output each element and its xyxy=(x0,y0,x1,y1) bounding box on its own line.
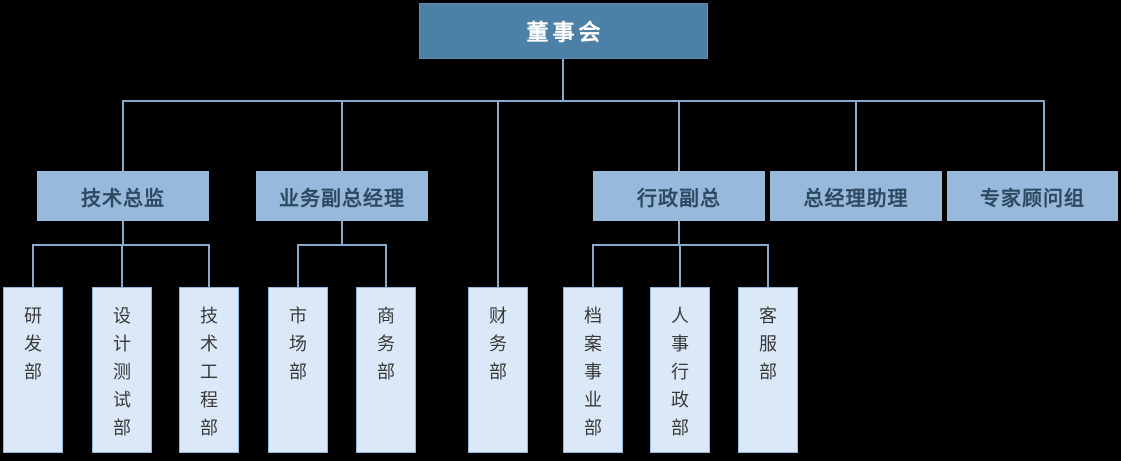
org-node-label: 人 事 行 政 部 xyxy=(671,306,689,438)
org-node-label: 技 术 工 程 部 xyxy=(200,306,218,438)
connector-line xyxy=(122,221,124,245)
connector-line xyxy=(767,244,769,287)
connector-line xyxy=(297,244,299,287)
org-node-tech-director[interactable]: 技术总监 xyxy=(37,171,209,221)
connector-line xyxy=(1043,100,1045,171)
connector-line xyxy=(497,100,499,287)
connector-line xyxy=(341,221,343,245)
connector-line xyxy=(297,244,387,246)
org-node-marketing-dept[interactable]: 市 场 部 xyxy=(268,287,328,453)
connector-line xyxy=(592,244,594,287)
org-node-label: 档 案 事 业 部 xyxy=(584,306,602,438)
connector-line xyxy=(678,221,680,245)
connector-line xyxy=(122,100,1045,102)
connector-line xyxy=(32,244,34,287)
org-node-customer-service-dept[interactable]: 客 服 部 xyxy=(738,287,798,453)
connector-line xyxy=(385,244,387,287)
org-node-admin-deputy[interactable]: 行政副总 xyxy=(593,171,765,221)
org-node-label: 业务副总经理 xyxy=(279,187,405,210)
connector-line xyxy=(208,244,210,287)
org-node-label: 董事会 xyxy=(526,20,605,45)
org-node-archives-dept[interactable]: 档 案 事 业 部 xyxy=(563,287,623,453)
org-node-tech-engineering-dept[interactable]: 技 术 工 程 部 xyxy=(179,287,239,453)
org-node-gm-assistant[interactable]: 总经理助理 xyxy=(770,171,942,221)
org-node-label: 行政副总 xyxy=(637,187,721,210)
org-node-board[interactable]: 董事会 xyxy=(419,3,708,59)
org-node-label: 财 务 部 xyxy=(489,306,507,382)
org-node-label: 设 计 测 试 部 xyxy=(113,306,131,438)
org-node-label: 总经理助理 xyxy=(803,187,909,210)
org-node-finance-dept[interactable]: 财 务 部 xyxy=(468,287,528,453)
org-node-label: 专家顾问组 xyxy=(980,187,1085,210)
connector-line xyxy=(679,244,681,287)
connector-line xyxy=(855,100,857,171)
org-node-label: 技术总监 xyxy=(81,187,165,210)
org-node-label: 客 服 部 xyxy=(759,306,777,382)
connector-line xyxy=(121,244,123,287)
org-node-label: 市 场 部 xyxy=(289,306,307,382)
org-node-commerce-dept[interactable]: 商 务 部 xyxy=(356,287,416,453)
connector-line xyxy=(562,59,564,102)
org-node-expert-advisors[interactable]: 专家顾问组 xyxy=(947,171,1118,221)
connector-line xyxy=(341,100,343,171)
connector-line xyxy=(678,100,680,171)
org-node-label: 商 务 部 xyxy=(377,306,395,382)
org-node-hr-admin-dept[interactable]: 人 事 行 政 部 xyxy=(650,287,710,453)
org-node-label: 研 发 部 xyxy=(24,306,42,382)
org-node-rd-dept[interactable]: 研 发 部 xyxy=(3,287,63,453)
org-node-business-deputy-gm[interactable]: 业务副总经理 xyxy=(256,171,428,221)
connector-line xyxy=(122,100,124,171)
org-node-design-test-dept[interactable]: 设 计 测 试 部 xyxy=(92,287,152,453)
